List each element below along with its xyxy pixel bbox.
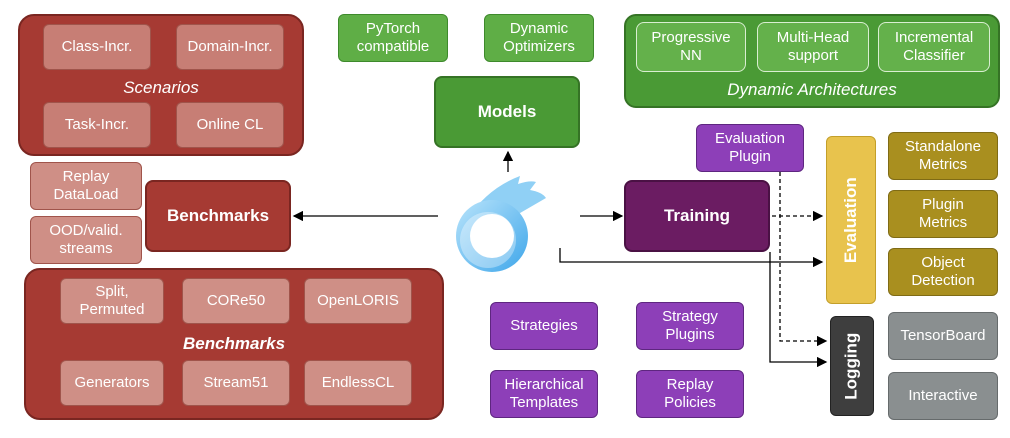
- evaluation-main-box[interactable]: Evaluation: [826, 136, 876, 304]
- logging-item-label: Interactive: [908, 387, 978, 404]
- benchmark-label: Generators: [74, 374, 150, 391]
- arch-label: Incremental Classifier: [894, 29, 974, 64]
- benchmark-label: CORe50: [206, 292, 266, 309]
- scenario-domain-incr[interactable]: Domain-Incr.: [176, 24, 284, 70]
- benchmark-openloris[interactable]: OpenLORIS: [304, 278, 412, 324]
- training-item-label: Strategies: [510, 317, 578, 334]
- arrow-training-to-logging-solid: [769, 252, 828, 368]
- evaluation-plugin-box[interactable]: Evaluation Plugin: [696, 124, 804, 172]
- benchmarks-panel-title: Benchmarks: [182, 334, 286, 353]
- replay-policies-box[interactable]: Replay Policies: [636, 370, 744, 418]
- standalone-metrics-box[interactable]: Standalone Metrics: [888, 132, 998, 180]
- scenario-label: Task-Incr.: [64, 116, 130, 133]
- logging-main-box[interactable]: Logging: [830, 316, 874, 416]
- evaluation-item-label: Object Detection: [911, 254, 975, 289]
- evaluation-item-label: Standalone Metrics: [905, 138, 981, 173]
- ood-valid-label: OOD/valid. streams: [49, 222, 123, 257]
- dynamic-optimizers-box[interactable]: Dynamic Optimizers: [484, 14, 594, 62]
- benchmark-split-permuted[interactable]: Split, Permuted: [60, 278, 164, 324]
- arrow-to-evaluation-solid: [559, 248, 824, 268]
- evaluation-main-label: Evaluation: [840, 177, 860, 263]
- evaluation-item-label: Plugin Metrics: [918, 196, 968, 231]
- pytorch-label: PyTorch compatible: [356, 20, 430, 55]
- tensorboard-box[interactable]: TensorBoard: [888, 312, 998, 360]
- arch-label: Multi-Head support: [776, 29, 850, 64]
- training-main-box[interactable]: Training: [624, 180, 770, 252]
- interactive-box[interactable]: Interactive: [888, 372, 998, 420]
- strategy-plugins-box[interactable]: Strategy Plugins: [636, 302, 744, 350]
- benchmark-endlesscl[interactable]: EndlessCL: [304, 360, 412, 406]
- arch-label: Progressive NN: [651, 29, 731, 64]
- benchmark-label: Split, Permuted: [79, 283, 145, 318]
- logging-main-label: Logging: [841, 332, 861, 400]
- benchmarks-main-label: Benchmarks: [166, 205, 270, 225]
- scenario-online-cl[interactable]: Online CL: [176, 102, 284, 148]
- pytorch-compatible-box[interactable]: PyTorch compatible: [338, 14, 448, 62]
- arch-incremental-classifier[interactable]: Incremental Classifier: [878, 22, 990, 72]
- logging-item-label: TensorBoard: [900, 327, 986, 344]
- object-detection-box[interactable]: Object Detection: [888, 248, 998, 296]
- comet-logo-icon: [456, 176, 546, 272]
- training-main-label: Training: [663, 205, 731, 225]
- dynamic-architectures-title: Dynamic Architectures: [727, 80, 897, 99]
- arrow-plugin-to-logging-dashed: [779, 172, 828, 347]
- ood-valid-streams-box[interactable]: OOD/valid. streams: [30, 216, 142, 264]
- training-item-label: Hierarchical Templates: [504, 376, 584, 411]
- evaluation-plugin-label: Evaluation Plugin: [714, 130, 786, 165]
- benchmark-label: Stream51: [203, 374, 269, 391]
- models-main-label: Models: [477, 101, 537, 121]
- benchmark-generators[interactable]: Generators: [60, 360, 164, 406]
- arch-multi-head[interactable]: Multi-Head support: [757, 22, 869, 72]
- replay-dataload-box[interactable]: Replay DataLoad: [30, 162, 142, 210]
- benchmark-stream51[interactable]: Stream51: [182, 360, 290, 406]
- strategies-box[interactable]: Strategies: [490, 302, 598, 350]
- benchmark-label: OpenLORIS: [317, 292, 399, 309]
- scenario-class-incr[interactable]: Class-Incr.: [43, 24, 151, 70]
- dynamic-optimizers-label: Dynamic Optimizers: [503, 20, 575, 55]
- plugin-metrics-box[interactable]: Plugin Metrics: [888, 190, 998, 238]
- scenario-label: Class-Incr.: [61, 38, 133, 55]
- training-item-label: Strategy Plugins: [662, 308, 718, 343]
- benchmarks-main-box[interactable]: Benchmarks: [145, 180, 291, 252]
- scenario-label: Domain-Incr.: [187, 38, 273, 55]
- benchmark-label: EndlessCL: [321, 374, 395, 391]
- replay-dataload-label: Replay DataLoad: [53, 168, 119, 203]
- models-main-box[interactable]: Models: [434, 76, 580, 148]
- training-item-label: Replay Policies: [664, 376, 716, 411]
- scenario-label: Online CL: [196, 116, 264, 133]
- scenarios-title: Scenarios: [123, 78, 199, 97]
- benchmark-core50[interactable]: CORe50: [182, 278, 290, 324]
- scenario-task-incr[interactable]: Task-Incr.: [43, 102, 151, 148]
- arch-progressive-nn[interactable]: Progressive NN: [636, 22, 746, 72]
- hierarchical-templates-box[interactable]: Hierarchical Templates: [490, 370, 598, 418]
